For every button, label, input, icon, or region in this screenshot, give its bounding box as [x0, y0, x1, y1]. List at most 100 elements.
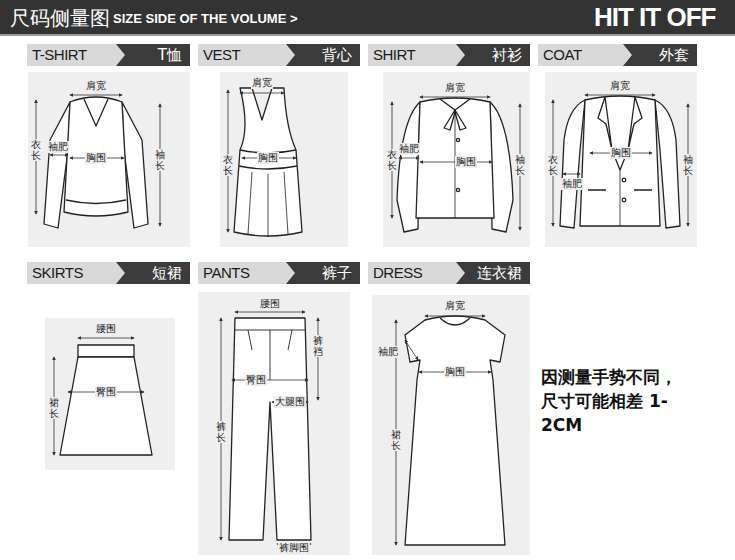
garment-outline [84, 99, 108, 126]
measurement-label: 腰围 [95, 323, 117, 335]
category-chinese: 短裙 [152, 262, 182, 284]
measurement-line [318, 318, 319, 400]
panel-backgrounds [45, 318, 175, 470]
garment-outline [229, 318, 311, 540]
panel-backgrounds [198, 292, 350, 555]
garment-outline [588, 189, 652, 190]
panel-backgrounds [28, 72, 190, 247]
garment-outline [239, 150, 297, 169]
header-bar [0, 34, 735, 36]
measurement-line [232, 380, 308, 381]
garment-outline [248, 172, 288, 237]
category-band: PANTS 裤子 [198, 262, 360, 284]
garment-outline [416, 98, 494, 218]
measurement-label: 衣长 [547, 154, 559, 176]
category-english: SKIRTS [32, 262, 83, 284]
category-tab: 短裙 [116, 262, 190, 284]
measurement-label: 胸围 [85, 152, 107, 164]
measurement-label: 肩宽 [444, 82, 466, 94]
measurement-label: 衣长 [222, 154, 234, 176]
measurement-label: 大腿围 [274, 396, 306, 408]
category-band: COAT 外套 [538, 44, 697, 66]
garment-outline [64, 97, 128, 216]
page-title: 尺码侧量图 [10, 5, 110, 32]
garment-outline [440, 318, 470, 325]
category-english: VEST [203, 44, 240, 66]
garment-outline [598, 97, 642, 170]
category-english: SHIRT [373, 44, 415, 66]
measurement-label: 胸围 [257, 152, 279, 164]
category-english: PANTS [203, 262, 249, 284]
garment-outline [580, 96, 660, 226]
garment-outline [405, 316, 505, 545]
panel-backgrounds [545, 72, 697, 247]
brand-logo: HIT IT OFF [593, 3, 716, 33]
category-tab: T恤 [116, 44, 190, 66]
category-tab: 连衣裙 [456, 262, 530, 284]
garment-outline [456, 188, 459, 191]
measurement-line [235, 312, 305, 313]
measurement-label: 袖长 [682, 154, 694, 176]
measurement-line [36, 90, 688, 545]
panel-backgrounds [372, 295, 530, 555]
header-bar [0, 0, 735, 36]
measurement-line [70, 95, 122, 96]
category-chinese: 背心 [322, 44, 352, 66]
measurement-line [240, 93, 284, 94]
category-band: VEST 背心 [198, 44, 360, 66]
measurement-label: 裤长 [215, 421, 227, 443]
garment-outline [620, 170, 621, 226]
measurement-line [405, 340, 418, 360]
measurement-line [425, 316, 485, 317]
measurement-label: 袖肥 [561, 178, 583, 190]
measurement-label: 肩宽 [251, 77, 273, 89]
category-band: SHIRT 衬衫 [368, 44, 530, 66]
category-english: T-SHIRT [32, 44, 87, 66]
category-tab: 外套 [623, 44, 697, 66]
category-band: T-SHIRT T恤 [27, 44, 190, 66]
measurement-label: 衣长 [30, 139, 42, 161]
measurement-label: 腰围 [259, 298, 281, 310]
category-tab: 背心 [286, 44, 360, 66]
panel-backgrounds [220, 72, 348, 247]
category-band: SKIRTS 短裙 [27, 262, 190, 284]
garment-outline [60, 357, 152, 455]
measurement-line [78, 338, 134, 339]
category-chinese: T恤 [158, 44, 182, 66]
measurement-label: 裤脚围 [278, 542, 310, 554]
category-band: DRESS连衣裙 [368, 262, 530, 284]
measurement-label: 裤裆 [312, 335, 324, 357]
garment-outline [78, 345, 134, 357]
measurement-line [399, 158, 419, 159]
garment-outline [44, 88, 680, 545]
measurement-label: 胸围 [444, 366, 466, 378]
garment-outline [456, 138, 459, 141]
category-english: COAT [543, 44, 582, 66]
measurement-line [420, 97, 490, 98]
measurement-label: 袖肥 [47, 141, 69, 153]
measurement-line [50, 155, 68, 156]
garment-outline [622, 178, 626, 182]
measurement-line [563, 174, 580, 175]
measurement-label: 袖肥 [377, 346, 399, 358]
garment-outline [622, 198, 626, 202]
category-chinese: 裤子 [322, 262, 352, 284]
measurement-label: 胸围 [610, 147, 632, 159]
category-chinese: 衬衫 [492, 44, 522, 66]
measurement-label: 袖肥 [398, 143, 420, 155]
garment-outline [235, 330, 305, 380]
panel-backgrounds [28, 72, 697, 555]
measurement-label: 臀围 [245, 374, 267, 386]
measurement-label: 肩宽 [85, 80, 107, 92]
measurement-label: 肩宽 [609, 80, 631, 92]
measurement-line [585, 95, 655, 96]
measurement-label: 胸围 [455, 156, 477, 168]
category-chinese: 外套 [659, 44, 689, 66]
header-subtitle: SIZE SIDE OF THE VOLUME > [112, 12, 299, 27]
garment-outline [234, 88, 302, 236]
measurement-label: 臀围 [95, 386, 117, 398]
header-bar [0, 0, 735, 34]
measurement-note: 因测量手势不同， 尺寸可能相差 1-2CM [540, 366, 684, 437]
measurement-label: 袖长 [514, 154, 526, 176]
